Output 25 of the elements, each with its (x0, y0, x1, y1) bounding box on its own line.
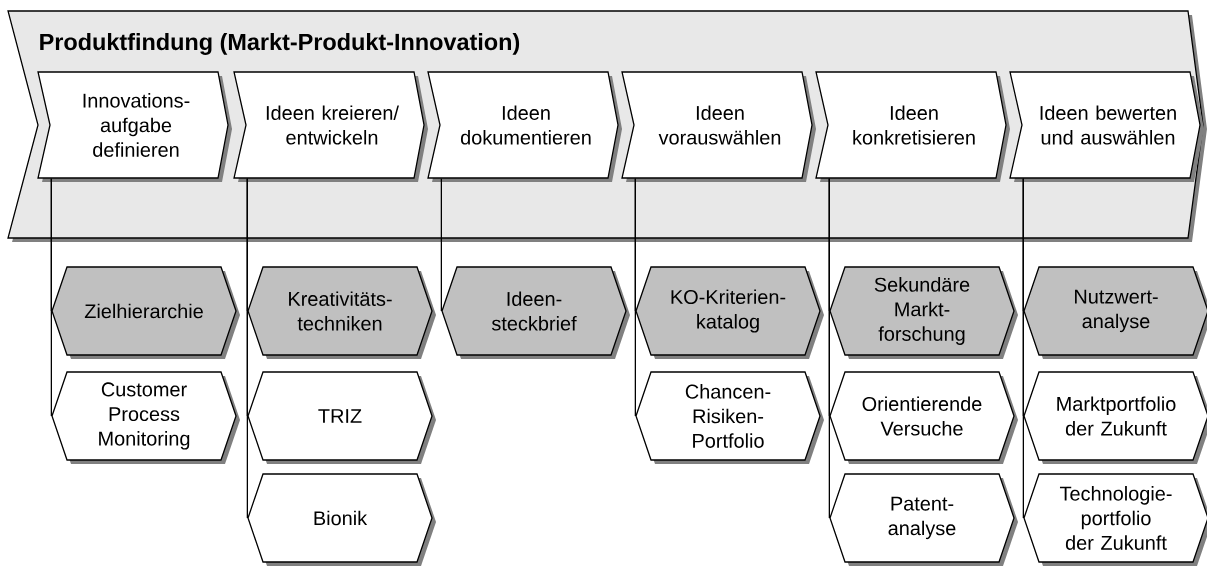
connector-line (246, 178, 248, 519)
method-hexagon: Ideen- steckbrief (441, 266, 630, 359)
method-hexagon: TRIZ (247, 371, 436, 464)
chevron-step: Innovations- aufgabe definieren (37, 71, 232, 182)
chevron-step: Ideen bewerten und auswählen (1009, 71, 1204, 182)
chevron-step: Ideen dokumentieren (427, 71, 622, 182)
method-hexagon: Zielhierarchie (51, 266, 240, 359)
chevron-step: Ideen vorauswählen (621, 71, 816, 182)
method-hexagon: Nutzwert- analyse (1023, 266, 1207, 359)
method-hexagon: Technologie- portfolio der Zukunft (1023, 473, 1207, 566)
method-hexagon: Kreativitäts- techniken (247, 266, 436, 359)
connector-line (634, 178, 636, 417)
method-hexagon: Patent- analyse (829, 473, 1018, 566)
connector-line (50, 178, 52, 417)
chevron-step: Ideen konkretisieren (815, 71, 1010, 182)
method-hexagon: Marktportfolio der Zukunft (1023, 371, 1207, 464)
method-hexagon: Bionik (247, 473, 436, 566)
method-hexagon: Orientierende Versuche (829, 371, 1018, 464)
method-hexagon: Customer Process Monitoring (51, 371, 240, 464)
method-hexagon: Chancen- Risiken- Portfolio (635, 371, 824, 464)
chevron-step: Ideen kreieren/ entwickeln (233, 71, 428, 182)
method-hexagon: Sekundäre Markt- forschung (829, 266, 1018, 359)
node-label: Technologie- portfolio der Zukunft (1059, 486, 1172, 550)
connector-line (828, 178, 830, 519)
method-hexagon: KO-Kriterien- katalog (635, 266, 824, 359)
